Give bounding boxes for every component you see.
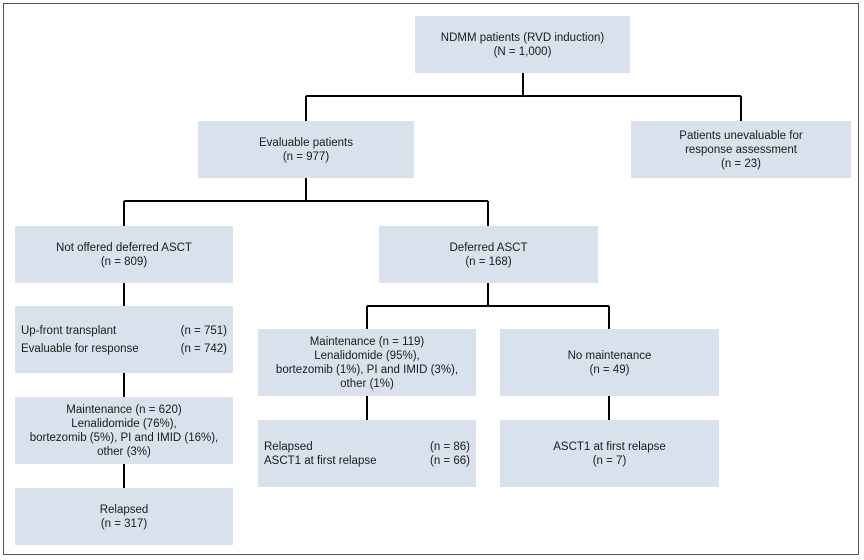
node-unevaluable-line-1: Patients unevaluable for [679, 129, 803, 142]
node-maintenance-mid: Maintenance (n = 119) Lenalidomide (95%)… [258, 329, 476, 396]
node-maint-left-line-2: Lenalidomide (76%), [71, 417, 177, 430]
upfront-row-label: Up-front transplant [21, 324, 117, 337]
upfront-row-value: (n = 751) [180, 324, 227, 337]
diagram-frame [3, 3, 859, 555]
node-unevaluable-patients: Patients unevaluable for response assess… [631, 121, 851, 178]
node-evaluable-line-1: Evaluable patients [259, 136, 353, 149]
node-unevaluable-line-2: response assessment [685, 143, 797, 156]
relapsed-mid-row: Relapsed (n = 86) [264, 440, 470, 454]
upfront-row-label: Evaluable for response [21, 342, 139, 355]
node-no-maint-line-2: (n = 49) [589, 363, 630, 376]
node-relapsed-left-line-1: Relapsed [99, 503, 149, 516]
upfront-row: Evaluable for response (n = 742) [21, 342, 227, 356]
node-ndmm-patients: NDMM patients (RVD induction) (N = 1,000… [415, 16, 630, 73]
node-maint-mid-line-1: Maintenance (n = 119) [309, 335, 425, 348]
node-maint-mid-line-2: Lenalidomide (95%), [314, 349, 420, 362]
node-maint-mid-line-3: bortezomib (1%), PI and IMID (3%), [275, 363, 459, 376]
node-ndmm-patients-line-2: (N = 1,000) [493, 45, 552, 58]
node-not-offered-line-2: (n = 809) [100, 255, 148, 268]
node-maint-left-line-1: Maintenance (n = 620) [66, 403, 182, 416]
node-relapsed-mid: Relapsed (n = 86) ASCT1 at first relapse… [258, 420, 476, 487]
node-asct1-first-relapse: ASCT1 at first relapse (n = 7) [500, 420, 719, 487]
node-upfront-transplant: Up-front transplant (n = 751) Evaluable … [15, 306, 233, 373]
node-no-maintenance: No maintenance (n = 49) [500, 329, 719, 396]
node-unevaluable-line-3: (n = 23) [721, 157, 761, 170]
connector-evaluable [123, 178, 489, 226]
relapsed-mid-row-value: (n = 66) [430, 454, 470, 467]
relapsed-mid-row: ASCT1 at first relapse (n = 66) [264, 454, 470, 468]
node-deferred-line-2: (n = 168) [465, 255, 512, 268]
node-relapsed-left: Relapsed (n = 317) [15, 488, 233, 545]
upfront-row-value: (n = 742) [180, 342, 227, 355]
upfront-row: Up-front transplant (n = 751) [21, 324, 227, 338]
relapsed-mid-row-value: (n = 86) [430, 440, 470, 453]
connector-root [305, 73, 742, 121]
node-asct1-line-1: ASCT1 at first relapse [553, 440, 666, 453]
relapsed-mid-row-label: Relapsed [264, 440, 313, 453]
node-ndmm-patients-line-1: NDMM patients (RVD induction) [440, 31, 605, 44]
node-maint-mid-line-4: other (1%) [340, 377, 394, 390]
node-relapsed-left-line-2: (n = 317) [100, 517, 148, 530]
node-deferred-line-1: Deferred ASCT [449, 241, 528, 254]
node-no-maint-line-1: No maintenance [567, 349, 652, 362]
node-maintenance-left: Maintenance (n = 620) Lenalidomide (76%)… [15, 397, 233, 464]
node-maint-left-line-4: other (3%) [97, 445, 151, 458]
node-evaluable-patients: Evaluable patients (n = 977) [198, 121, 414, 178]
node-asct1-line-2: (n = 7) [592, 454, 627, 467]
node-not-offered-deferred-asct: Not offered deferred ASCT (n = 809) [15, 226, 233, 283]
node-evaluable-line-2: (n = 977) [282, 150, 330, 163]
node-deferred-asct: Deferred ASCT (n = 168) [379, 226, 598, 283]
relapsed-mid-row-label: ASCT1 at first relapse [264, 454, 377, 467]
connector-deferred [366, 283, 610, 329]
node-maint-left-line-3: bortezomib (5%), PI and IMID (16%), [29, 431, 219, 444]
node-not-offered-line-1: Not offered deferred ASCT [56, 241, 192, 254]
